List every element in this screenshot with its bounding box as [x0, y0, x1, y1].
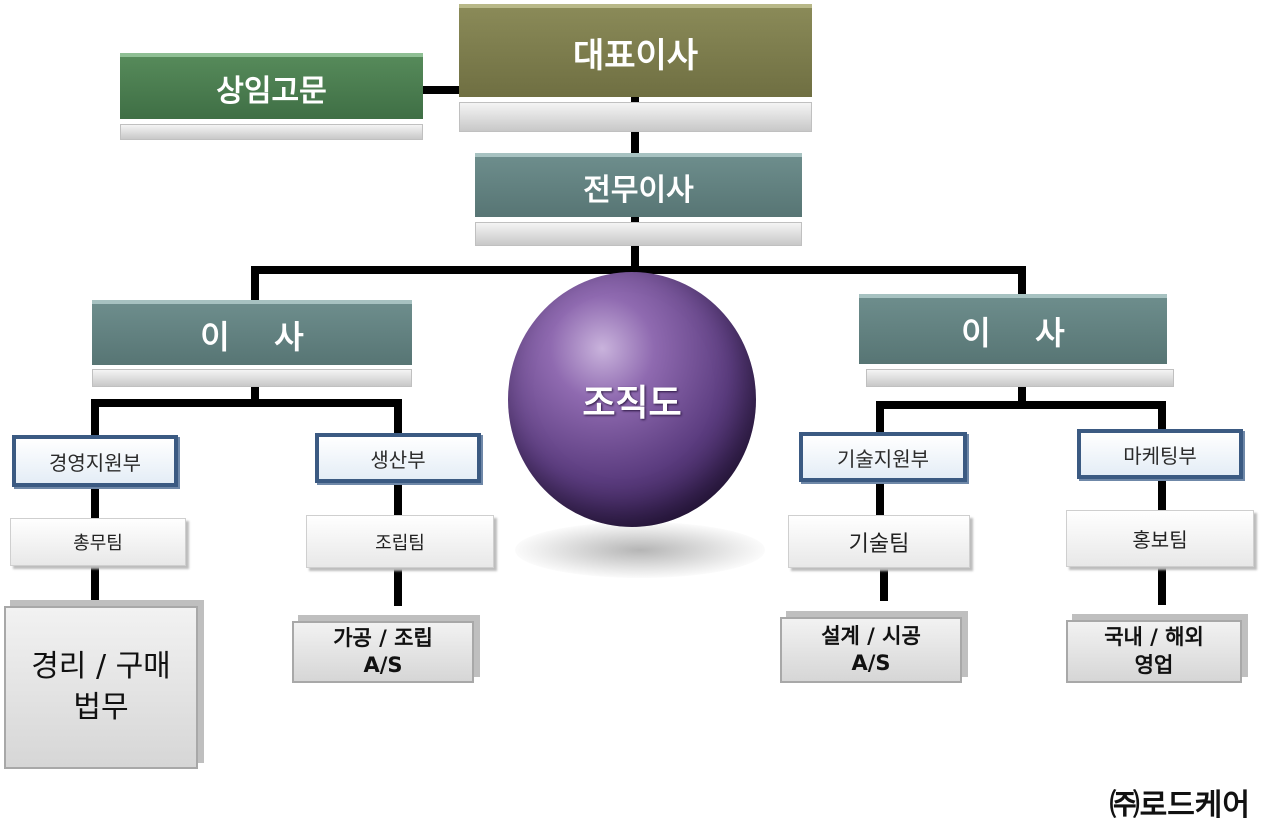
connector-left-director-down	[251, 373, 259, 403]
connector-right-director-up	[1018, 266, 1026, 298]
connector-right-director-down	[1018, 370, 1026, 405]
managing-director-shelf	[475, 222, 802, 246]
function-design: 설계 / 시공 A/S	[780, 617, 962, 683]
advisor-shelf	[120, 124, 423, 140]
function-accounting: 경리 / 구매 법무	[4, 606, 198, 769]
connector-mgmt-team	[91, 486, 99, 520]
connector-technical-fn	[880, 568, 888, 601]
connector-assembly-fn	[394, 568, 402, 606]
dept-production: 생산부	[315, 433, 481, 483]
director-left-shelf	[92, 369, 412, 387]
dept-marketing: 마케팅부	[1077, 429, 1243, 479]
connector-left-director-up	[251, 266, 259, 306]
team-technical: 기술팀	[788, 515, 970, 568]
dept-management-support: 경영지원부	[12, 435, 178, 487]
director-right-shelf	[866, 369, 1174, 387]
connector-ceo-advisor	[422, 86, 460, 94]
function-sales: 국내 / 해외 영업	[1066, 620, 1242, 683]
sphere-shadow	[515, 522, 765, 578]
connector-tech-up	[876, 401, 884, 437]
connector-mgmt-up	[91, 399, 99, 437]
org-chart-sphere: 조직도	[508, 272, 756, 527]
team-assembly: 조립팀	[306, 515, 494, 568]
org-chart-title: 조직도	[582, 382, 682, 424]
ceo-box: 대표이사	[459, 4, 812, 97]
connector-prod-team	[394, 484, 402, 517]
connector-prod-up	[394, 399, 402, 435]
connector-general-fn	[91, 566, 99, 602]
director-right-box: 이 사	[859, 294, 1167, 364]
connector-mkt-up	[1158, 401, 1166, 433]
connector-mkt-team	[1158, 479, 1166, 511]
connector-left-depts-horizontal	[91, 399, 402, 407]
function-processing: 가공 / 조립 A/S	[292, 621, 474, 683]
connector-pr-fn	[1158, 567, 1166, 605]
connector-directors-horizontal	[251, 266, 1026, 274]
director-left-box: 이 사	[92, 300, 412, 365]
connector-right-depts-horizontal	[876, 401, 1166, 409]
dept-tech-support: 기술지원부	[799, 432, 967, 482]
ceo-shelf	[459, 102, 812, 132]
advisor-box: 상임고문	[120, 53, 423, 119]
company-label: ㈜로드케어	[1109, 788, 1250, 823]
team-general-affairs: 총무팀	[10, 518, 186, 566]
managing-director-box: 전무이사	[475, 153, 802, 217]
connector-tech-team	[876, 482, 884, 516]
team-pr: 홍보팀	[1066, 510, 1254, 567]
